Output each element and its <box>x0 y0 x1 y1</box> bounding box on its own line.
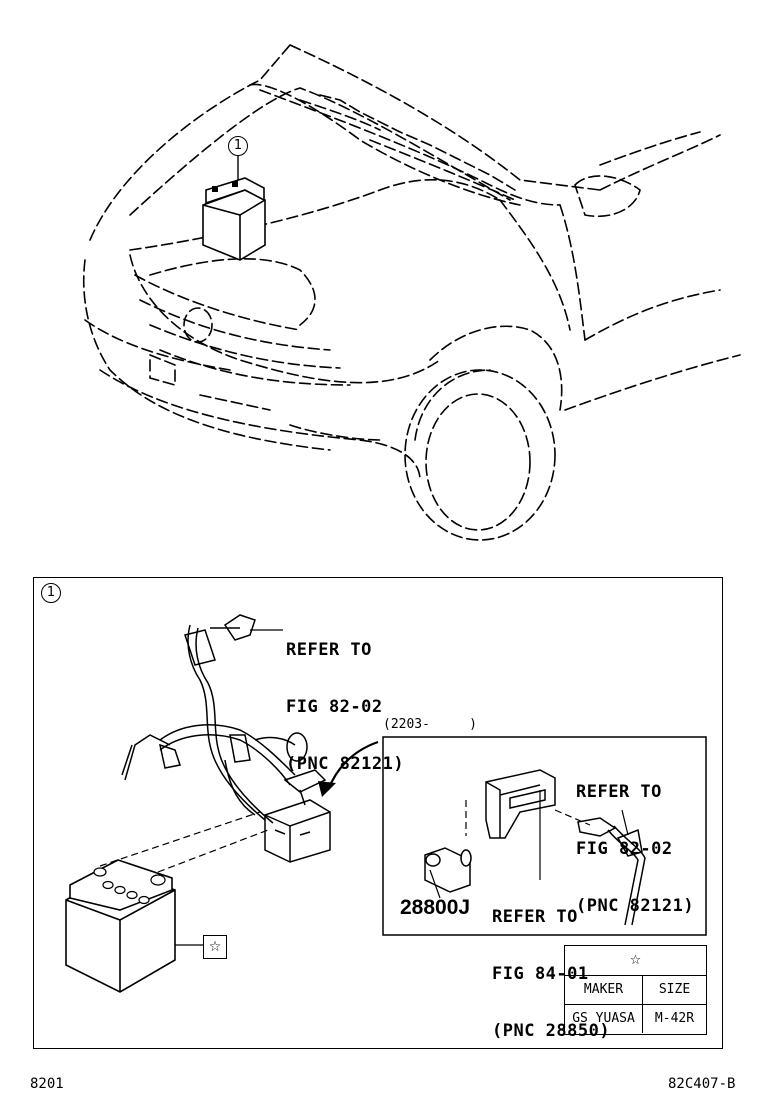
size-header: SIZE <box>658 982 691 997</box>
refer-note-82121-top: REFER TO FIG 82-02 (PNC 82121) <box>286 603 404 793</box>
part-number-label: 28800J <box>400 896 471 919</box>
refer-line2: FIG 84-01 <box>492 964 589 984</box>
refer-line1: REFER TO <box>492 907 578 927</box>
footer-left-code: 8201 <box>30 1076 64 1092</box>
refer-line1: REFER TO <box>576 782 662 802</box>
battery-spec-table: ☆ MAKER SIZE GS YUASA M-42R <box>564 945 707 1035</box>
table-row: GS YUASA M-42R <box>565 1004 706 1033</box>
maker-header: MAKER <box>565 975 643 1004</box>
refer-note-28850: REFER TO FIG 84-01 (PNC 28850) <box>492 870 610 1060</box>
refer-line3: (PNC 82121) <box>576 896 695 916</box>
footer-right-code: 82C407-B <box>668 1076 736 1092</box>
callout-1-top: 1 <box>228 136 248 156</box>
size-value: M-42R <box>654 1011 695 1026</box>
table-header-row: ☆ <box>565 946 706 976</box>
refer-line2: FIG 82-02 <box>286 697 383 717</box>
star-marker-box: ☆ <box>203 935 227 959</box>
date-range-label: (2203- ) <box>383 717 477 732</box>
vehicle-front-illustration <box>82 44 741 541</box>
table-star-icon: ☆ <box>629 953 642 968</box>
maker-value: GS YUASA <box>565 1004 643 1033</box>
refer-line2: FIG 82-02 <box>576 839 673 859</box>
callout-1-detail: 1 <box>41 583 61 603</box>
refer-line1: REFER TO <box>286 640 372 660</box>
refer-note-82121-inset: REFER TO FIG 82-02 (PNC 82121) <box>576 745 694 935</box>
refer-line3: (PNC 82121) <box>286 754 405 774</box>
table-head-row: MAKER SIZE <box>565 975 706 1005</box>
star-icon: ☆ <box>208 939 222 955</box>
detail-frame <box>33 577 723 1049</box>
refer-line3: (PNC 28850) <box>492 1021 611 1041</box>
